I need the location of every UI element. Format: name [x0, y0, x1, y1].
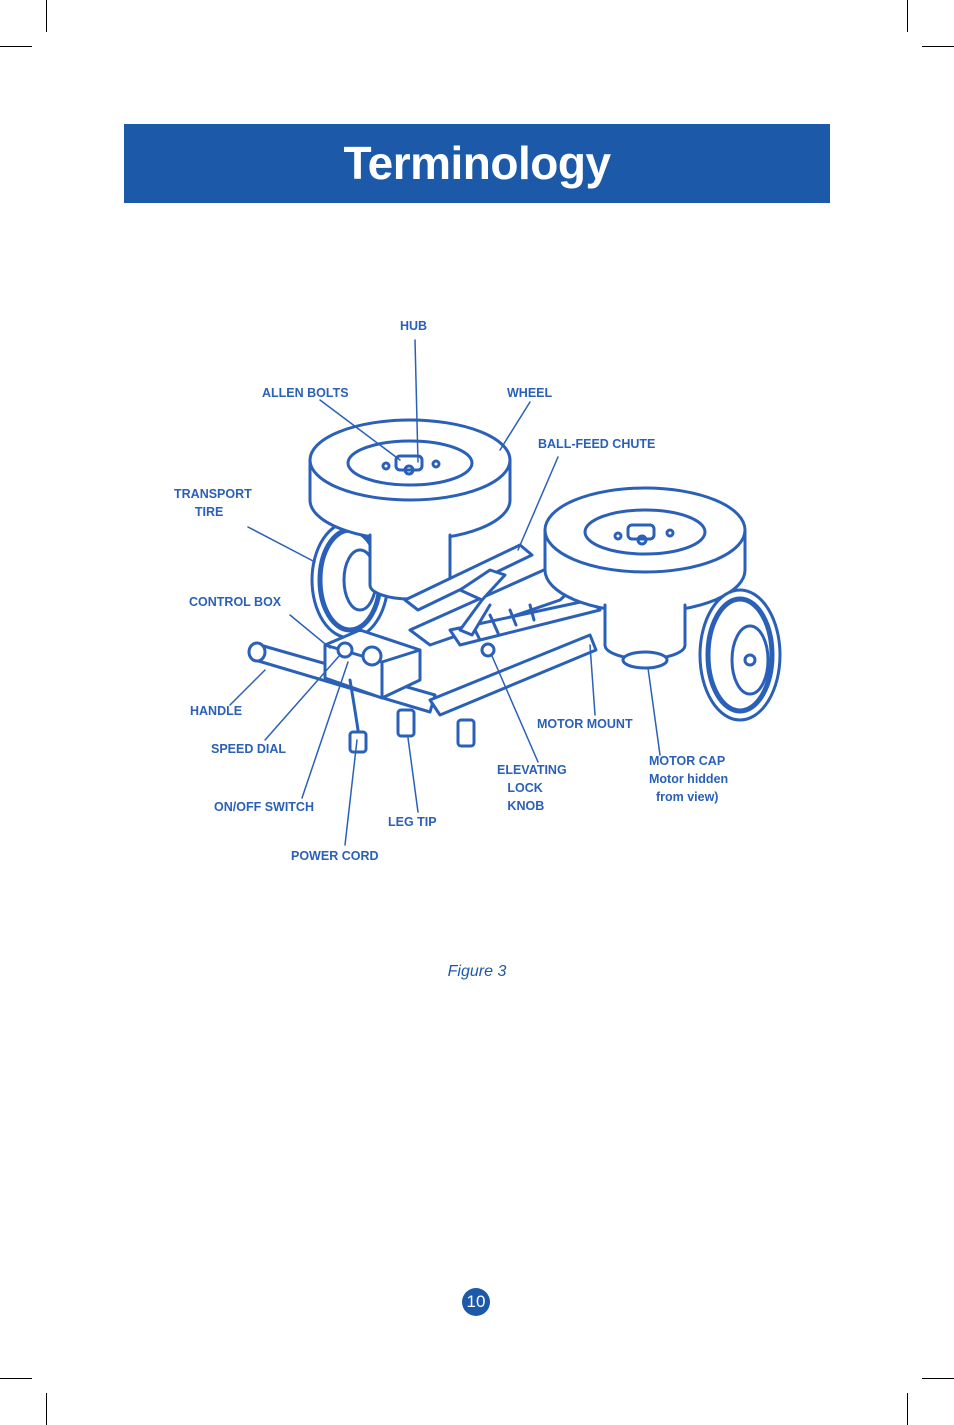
crop-mark — [907, 1393, 908, 1425]
crop-mark — [0, 46, 32, 47]
label-hub: HUB — [400, 319, 428, 333]
terminology-figure: HUB ALLEN BOLTS WHEEL BALL-FEED CHUTE TR… — [160, 300, 800, 880]
label-speed-dial: SPEED DIAL — [211, 742, 287, 756]
label-allen-bolts: ALLEN BOLTS — [262, 386, 349, 400]
label-on-off-switch: ON/OFF SWITCH — [214, 800, 314, 814]
title-banner: Terminology — [124, 124, 830, 203]
label-transport-tire: TRANSPORT TIRE — [174, 487, 252, 519]
label-leg-tip: LEG TIP — [388, 815, 437, 829]
label-control-box: CONTROL BOX — [189, 595, 282, 609]
label-power-cord: POWER CORD — [291, 849, 379, 863]
ball-machine-illustration — [229, 339, 782, 846]
page-number: 10 — [462, 1288, 490, 1316]
crop-mark — [922, 46, 954, 47]
label-ball-feed-chute: BALL-FEED CHUTE — [538, 437, 656, 451]
label-motor-cap-note: Motor hidden from view) — [649, 772, 729, 804]
crop-mark — [907, 0, 908, 32]
label-elevating-lock-knob: ELEVATING LOCK KNOB — [497, 763, 567, 813]
crop-mark — [46, 1393, 47, 1425]
crop-mark — [0, 1378, 32, 1379]
figure-caption: Figure 3 — [447, 963, 507, 980]
crop-mark — [46, 0, 47, 32]
label-motor-mount: MOTOR MOUNT — [537, 717, 633, 731]
page-title: Terminology — [343, 137, 611, 189]
label-motor-cap: MOTOR CAP — [649, 754, 726, 768]
label-handle: HANDLE — [190, 704, 243, 718]
label-wheel: WHEEL — [507, 386, 553, 400]
crop-mark — [922, 1378, 954, 1379]
